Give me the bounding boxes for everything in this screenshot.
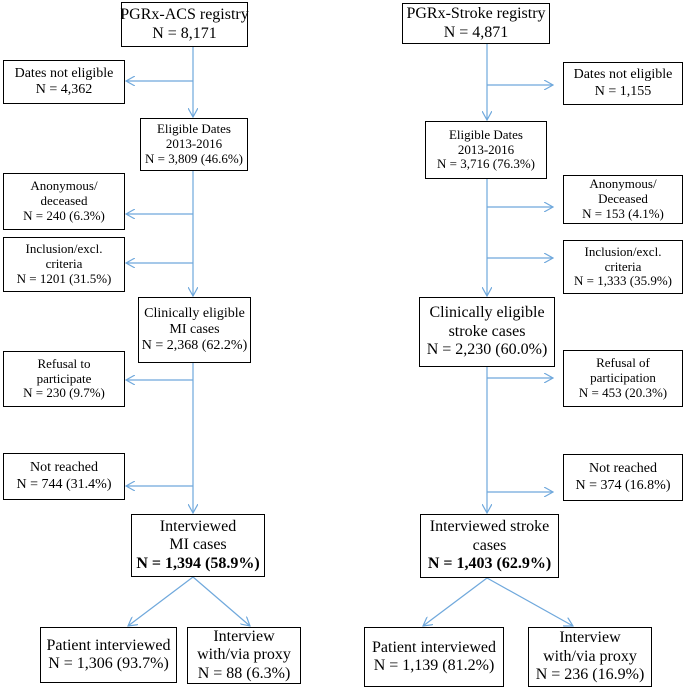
left-interviewed-sublabel: MI cases: [169, 536, 227, 554]
left-dates-not-eligible-box: Dates not eligible N = 4,362: [3, 60, 125, 104]
right-anonymous-sublabel: Deceased: [598, 191, 648, 207]
right-clinically-eligible-sublabel: stroke cases: [448, 322, 526, 340]
right-proxy-sublabel: with/via proxy: [543, 647, 637, 665]
right-eligible-dates-count: N = 3,716 (76.3%): [437, 156, 535, 172]
left-clinically-eligible-label: Clinically eligible: [144, 305, 245, 321]
right-dates-not-eligible-box: Dates not eligible N = 1,155: [563, 62, 683, 105]
left-anonymous-sublabel: deceased: [40, 193, 88, 209]
left-refusal-count: N = 230 (9.7%): [23, 385, 105, 401]
left-dates-not-eligible-label: Dates not eligible: [14, 65, 114, 81]
left-registry-title: PGRx-ACS registry: [120, 6, 249, 24]
right-patient-interviewed-count: N = 1,139 (81.2%): [373, 657, 495, 674]
left-clinically-eligible-sublabel: MI cases: [169, 321, 220, 337]
left-not-reached-count: N = 744 (31.4%): [16, 476, 112, 492]
left-proxy-count: N = 88 (6.3%): [197, 664, 291, 682]
left-not-reached-box: Not reached N = 744 (31.4%): [3, 453, 125, 500]
left-clinically-eligible-box: Clinically eligible MI cases N = 2,368 (…: [138, 297, 251, 363]
right-inclusion-label: Inclusion/excl.: [584, 243, 662, 259]
right-inclusion-count: N = 1,333 (35.9%): [574, 273, 672, 289]
left-patient-interviewed-label: Patient interviewed: [46, 636, 171, 654]
right-not-reached-label: Not reached: [588, 461, 658, 477]
left-refusal-label: Refusal to: [37, 355, 91, 371]
right-refusal-sublabel: participation: [590, 370, 656, 386]
left-proxy-label: Interview: [213, 627, 275, 645]
right-not-reached-count: N = 374 (16.8%): [575, 477, 671, 493]
left-anonymous-box: Anonymous/ deceased N = 240 (6.3%): [3, 173, 125, 230]
right-anonymous-label: Anonymous/: [589, 176, 657, 192]
right-interviewed-sublabel: cases: [472, 536, 507, 554]
left-refusal-box: Refusal to participate N = 230 (9.7%): [3, 351, 125, 407]
right-proxy-label: Interview: [559, 629, 621, 647]
right-eligible-dates-box: Eligible Dates 2013-2016 N = 3,716 (76.3…: [425, 121, 547, 179]
left-interviewed-count: N = 1,394 (58.9%): [136, 554, 260, 572]
right-eligible-dates-range: 2013-2016: [457, 141, 515, 157]
right-interviewed-label: Interviewed stroke: [429, 518, 550, 536]
right-clinically-eligible-label: Clinically eligible: [429, 304, 545, 322]
right-interviewed-count: N = 1,403 (62.9%): [427, 555, 552, 573]
right-refusal-count: N = 453 (20.3%): [578, 384, 668, 400]
left-inclusion-sublabel: criteria: [45, 256, 83, 272]
right-proxy-count: N = 236 (16.9%): [535, 666, 645, 684]
right-patient-interviewed-box: Patient interviewed N = 1,139 (81.2%): [364, 627, 504, 687]
right-refusal-label: Refusal of: [596, 355, 650, 371]
right-anonymous-count: N = 153 (4.1%): [582, 205, 664, 221]
left-eligible-dates-range: 2013-2016: [165, 136, 223, 152]
right-dates-not-eligible-count: N = 1,155: [594, 83, 652, 99]
left-anonymous-label: Anonymous/: [30, 178, 98, 194]
arrow-right-to-proxy: [486, 577, 573, 626]
left-clinically-eligible-count: N = 2,368 (62.2%): [141, 338, 248, 354]
left-dates-not-eligible-count: N = 4,362: [35, 82, 93, 97]
left-inclusion-count: N = 1201 (31.5%): [16, 270, 112, 286]
right-inclusion-box: Inclusion/excl. criteria N = 1,333 (35.9…: [563, 240, 683, 294]
right-proxy-box: Interview with/via proxy N = 236 (16.9%): [528, 627, 652, 687]
right-patient-interviewed-label: Patient interviewed: [372, 638, 496, 656]
right-clinically-eligible-count: N = 2,230 (60.0%): [426, 341, 548, 359]
right-interviewed-box: Interviewed stroke cases N = 1,403 (62.9…: [420, 514, 559, 578]
left-anonymous-count: N = 240 (6.3%): [23, 207, 105, 223]
left-interviewed-box: Interviewed MI cases N = 1,394 (58.9%): [131, 514, 265, 577]
right-registry-count: N = 4,871: [443, 23, 509, 41]
left-interviewed-label: Interviewed: [159, 517, 237, 535]
right-registry-title: PGRx-Stroke registry: [406, 5, 546, 23]
left-inclusion-box: Inclusion/excl. criteria N = 1201 (31.5%…: [3, 237, 125, 292]
right-inclusion-sublabel: criteria: [604, 258, 642, 274]
left-patient-interviewed-box: Patient interviewed N = 1,306 (93.7%): [40, 627, 177, 683]
left-refusal-sublabel: participate: [36, 370, 92, 386]
left-registry-box: PGRx-ACS registry N = 8,171: [120, 2, 249, 47]
left-inclusion-label: Inclusion/excl.: [25, 241, 103, 257]
left-registry-count: N = 8,171: [152, 24, 217, 42]
arrow-left-to-patient: [128, 576, 194, 626]
right-refusal-box: Refusal of participation N = 453 (20.3%): [563, 350, 683, 407]
arrow-left-to-proxy: [192, 576, 250, 626]
left-eligible-dates-count: N = 3,809 (46.6%): [145, 150, 243, 166]
left-eligible-dates-label: Eligible Dates: [156, 121, 231, 137]
right-anonymous-box: Anonymous/ Deceased N = 153 (4.1%): [563, 175, 683, 224]
right-registry-box: PGRx-Stroke registry N = 4,871: [402, 3, 550, 44]
left-proxy-sublabel: with/via proxy: [197, 646, 291, 664]
right-dates-not-eligible-label: Dates not eligible: [573, 67, 673, 83]
right-eligible-dates-label: Eligible Dates: [448, 126, 523, 142]
right-clinically-eligible-box: Clinically eligible stroke cases N = 2,2…: [419, 297, 555, 367]
right-not-reached-box: Not reached N = 374 (16.8%): [563, 454, 683, 501]
arrow-right-to-patient: [423, 577, 488, 626]
left-patient-interviewed-count: N = 1,306 (93.7%): [48, 655, 169, 672]
left-proxy-box: Interview with/via proxy N = 88 (6.3%): [187, 627, 301, 684]
left-eligible-dates-box: Eligible Dates 2013-2016 N = 3,809 (46.6…: [140, 118, 248, 171]
left-not-reached-label: Not reached: [29, 460, 99, 476]
